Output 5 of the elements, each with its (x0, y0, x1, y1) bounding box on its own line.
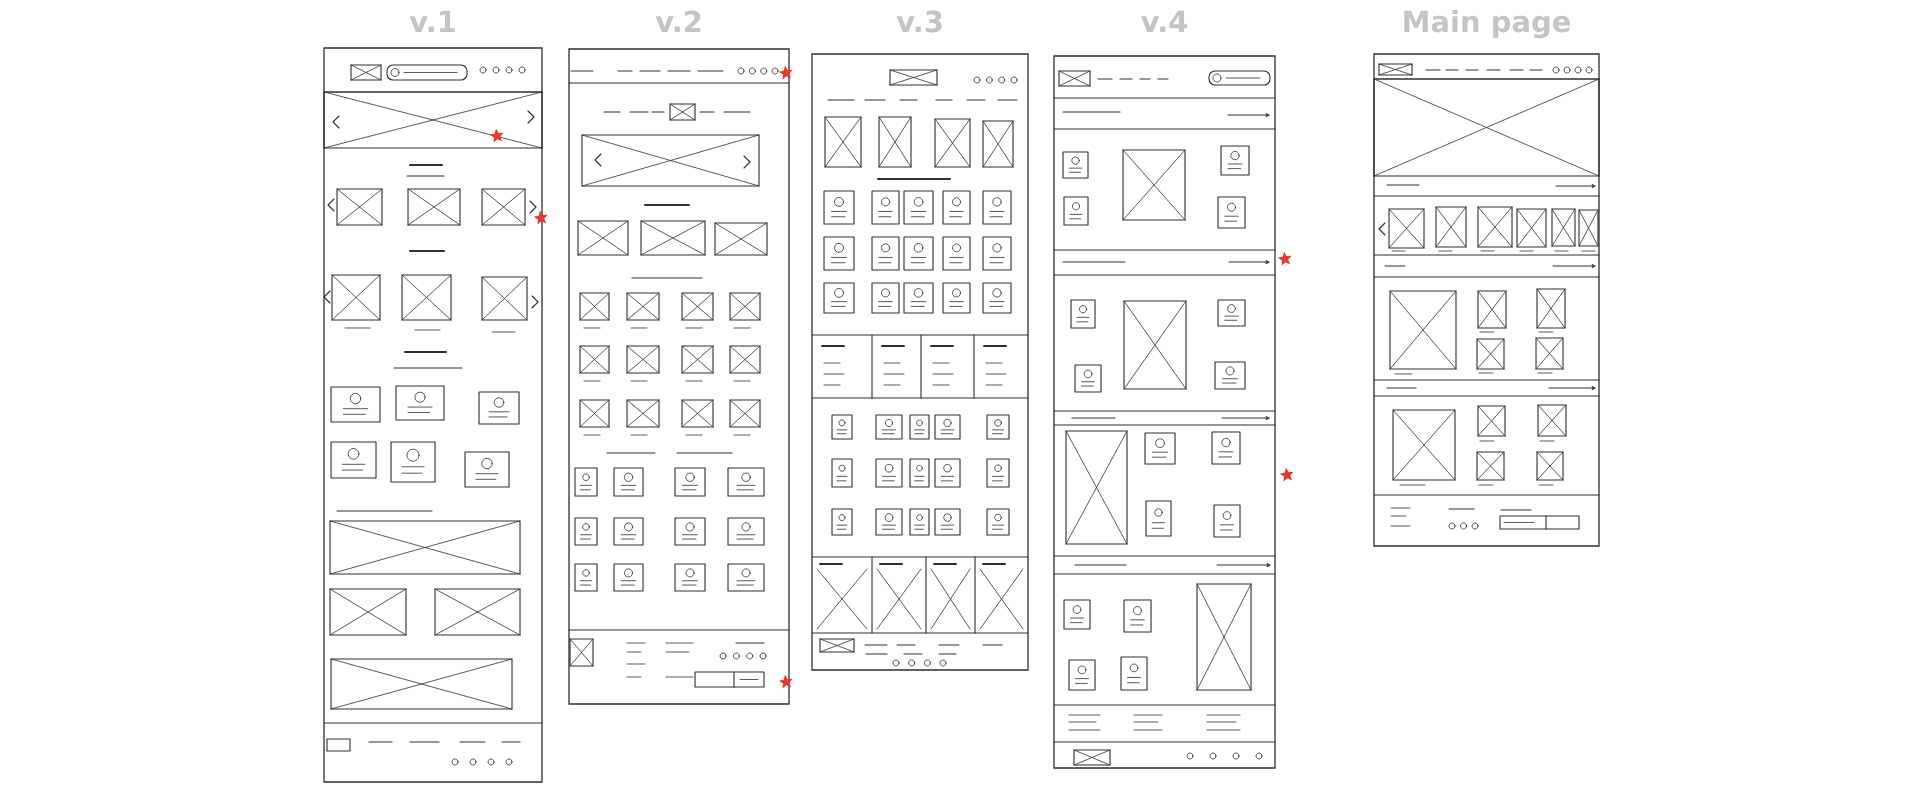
heading: v.2 (655, 10, 701, 32)
heading: v.3 (896, 10, 942, 33)
heading: v.1 (409, 10, 455, 32)
heading: v.4 (1141, 10, 1188, 32)
heading: Main page (1404, 9, 1571, 39)
